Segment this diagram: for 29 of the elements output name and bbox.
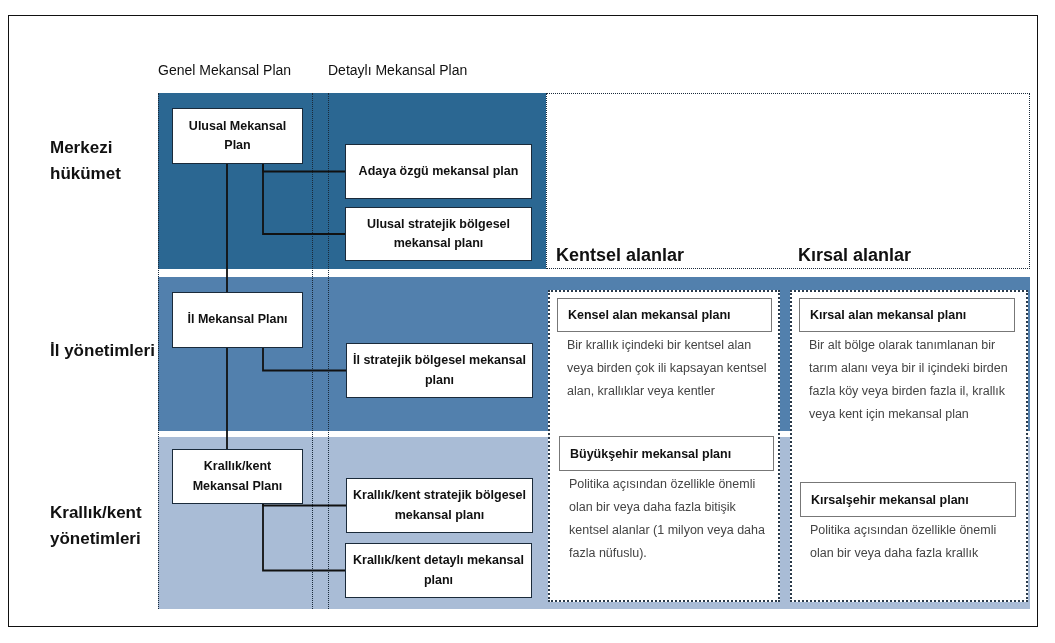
connector-line	[262, 163, 346, 235]
connector-line	[262, 503, 347, 507]
row-heading: Krallık/kent yönetimleri	[50, 502, 143, 551]
row-heading: Merkezi hükümet	[50, 137, 122, 186]
plan-box: Ulusal Mekansal Plan	[172, 108, 303, 164]
area-heading: Kentsel alanlar	[556, 245, 685, 266]
plan-box: Krallık/kent stratejik bölgesel mekansal planı	[346, 478, 533, 533]
column-heading: Detaylı Mekansal Plan	[328, 62, 468, 78]
row-heading: İl yönetimleri	[50, 340, 155, 362]
connector-line	[262, 347, 347, 372]
plan-box: Krallık/kent detaylı mekansal planı	[345, 543, 532, 598]
plan-box: Ulusal stratejik bölgesel mekansal planı	[345, 207, 532, 261]
plan-box: İl stratejik bölgesel mekansal planı	[346, 343, 533, 398]
plan-title-box: Kırsal alan mekansal planı	[799, 298, 1015, 332]
connector-line	[226, 347, 228, 450]
column-heading: Genel Mekansal Plan	[158, 62, 292, 78]
description-text: Politika açısından özellikle önemli olan bir veya daha fazla krallık	[810, 522, 998, 563]
area-heading: Kırsal alanlar	[798, 245, 912, 266]
plan-box: İl Mekansal Planı	[172, 292, 303, 348]
plan-box: Krallık/kent Mekansal Planı	[172, 449, 303, 504]
description-text: Bir alt bölge olarak tanımlanan bir tarım alanı veya bir il içindeki birden fazla köy veya birden fazla il, krallık veya kent için mekansal plan	[809, 337, 1009, 424]
description-text: Bir krallık içindeki bir kentsel alan veya birden çok ili kapsayan kentsel alan, krallıklar veya kentler	[567, 337, 767, 401]
plan-box: Adaya özgü mekansal plan	[345, 144, 532, 199]
description-text: Politika açısından özellikle önemli olan bir veya daha fazla bitişik kentsel alanlar (1 milyon veya daha fazla nüfuslu).	[569, 476, 766, 563]
connector-line	[262, 503, 346, 572]
plan-title-box: Kensel alan mekansal planı	[557, 298, 772, 332]
plan-title-box: Büyükşehir mekansal planı	[559, 436, 774, 471]
connector-line	[226, 163, 228, 293]
plan-title-box: Kırsalşehir mekansal planı	[800, 482, 1016, 517]
